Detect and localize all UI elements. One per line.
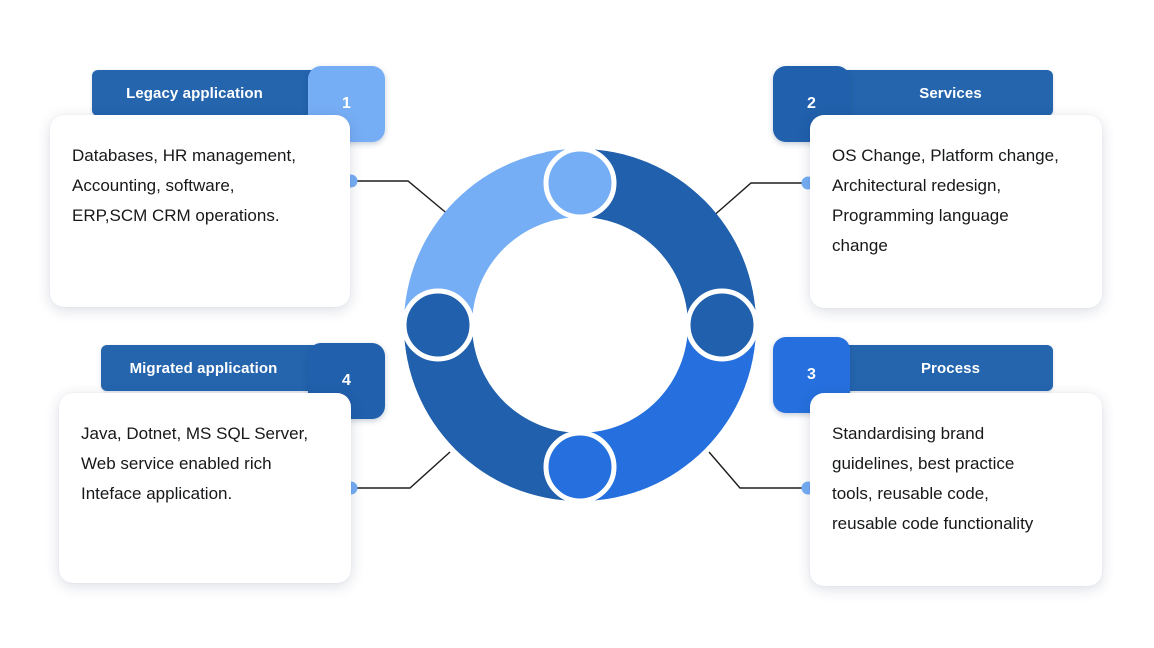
card-body: Java, Dotnet, MS SQL Server, Web service…	[81, 424, 309, 503]
wheel-center-hole	[477, 222, 683, 428]
wheel-segment-tails	[401, 146, 759, 504]
title-bar-legacy-application[interactable]: Legacy application	[92, 70, 337, 116]
title-text: Process	[920, 359, 981, 377]
card-migrated-application[interactable]: Java, Dotnet, MS SQL Server, Web service…	[59, 393, 351, 583]
card-body: OS Change, Platform change, Architectura…	[832, 146, 1059, 255]
card-services[interactable]: OS Change, Platform change, Architectura…	[810, 115, 1102, 308]
title-text: Legacy application	[126, 84, 263, 102]
card-body: Databases, HR management, Accounting, so…	[72, 146, 296, 225]
badge-number: 2	[807, 95, 816, 112]
cycle-wheel	[401, 146, 759, 504]
title-text: Services	[919, 84, 982, 102]
badge-number: 4	[342, 372, 351, 389]
badge-number: 3	[807, 366, 816, 383]
title-bar-migrated-application[interactable]: Migrated application	[101, 345, 346, 391]
card-process[interactable]: Standardising brand guidelines, best pra…	[810, 393, 1102, 586]
card-legacy-application[interactable]: Databases, HR management, Accounting, so…	[50, 115, 350, 307]
title-text: Migrated application	[129, 359, 278, 377]
card-body: Standardising brand guidelines, best pra…	[832, 424, 1034, 533]
badge-number: 1	[342, 95, 351, 112]
